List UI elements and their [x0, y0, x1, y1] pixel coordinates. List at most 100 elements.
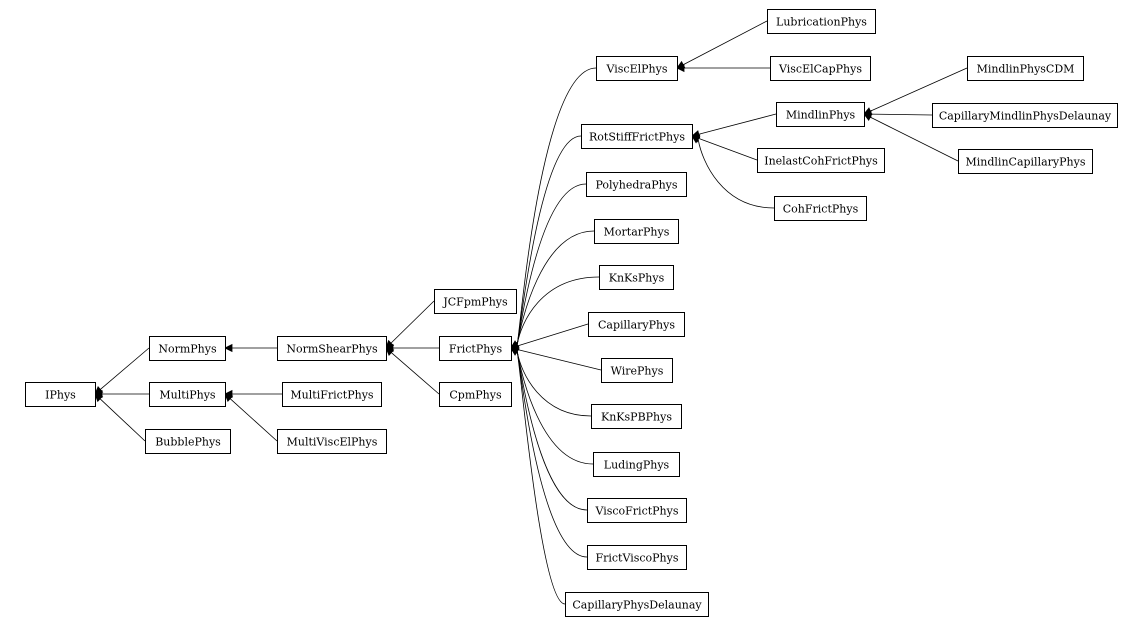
node-box — [594, 219, 679, 244]
node-frict-visco-phys[interactable]: FrictViscoPhys — [587, 545, 687, 570]
node-capillary-mindlin-phys-delaunay[interactable]: CapillaryMindlinPhysDelaunay — [932, 103, 1118, 128]
node-mortar-phys[interactable]: MortarPhys — [594, 219, 679, 244]
edge-wire-phys-to-frict-phys — [510, 345, 602, 371]
node-label: MindlinPhysCDM — [977, 63, 1075, 76]
edge-line — [516, 135, 582, 345]
edge-line — [517, 349, 602, 371]
node-luding-phys[interactable]: LudingPhys — [593, 452, 680, 477]
edge-rot-stiff-frict-phys-to-frict-phys — [510, 135, 582, 349]
node-visco-frict-phys[interactable]: ViscoFrictPhys — [587, 498, 687, 523]
node-label: CpmPhys — [449, 389, 502, 402]
node-label: NormShearPhys — [286, 343, 378, 356]
node-box — [767, 9, 876, 34]
node-box — [774, 196, 867, 221]
node-box — [145, 429, 231, 454]
node-label: CohFrictPhys — [783, 203, 859, 216]
node-box — [149, 336, 226, 361]
node-box — [581, 124, 693, 149]
edge-line — [100, 347, 150, 390]
node-box — [757, 148, 885, 173]
edge-line — [516, 351, 588, 511]
node-coh-frict-phys[interactable]: CohFrictPhys — [774, 196, 867, 221]
node-mindlin-phys-cdm[interactable]: MindlinPhysCDM — [967, 56, 1084, 81]
edge-mindlin-phys-to-rot-stiff-frict-phys — [691, 113, 777, 139]
node-multi-phys[interactable]: MultiPhys — [149, 382, 226, 407]
node-label: ViscElCapPhys — [778, 63, 862, 76]
edge-multi-frict-phys-to-multi-phys — [224, 389, 282, 399]
node-label: CapillaryMindlinPhysDelaunay — [939, 110, 1112, 123]
node-label: BubblePhys — [155, 436, 221, 449]
node-visc-el-cap-phys[interactable]: ViscElCapPhys — [770, 56, 871, 81]
arrowhead-icon — [224, 343, 233, 353]
node-norm-phys[interactable]: NormPhys — [149, 336, 226, 361]
node-label: JCFpmPhys — [442, 296, 508, 309]
node-label: ViscoFrictPhys — [594, 505, 678, 518]
node-box — [277, 429, 387, 454]
node-iphys[interactable]: IPhys — [25, 382, 96, 407]
node-label: LudingPhys — [604, 459, 670, 472]
node-box — [591, 404, 682, 429]
node-norm-shear-phys[interactable]: NormShearPhys — [277, 336, 387, 361]
node-multi-frict-phys[interactable]: MultiFrictPhys — [282, 382, 382, 407]
node-label: KnKsPhys — [609, 272, 665, 285]
node-visc-el-phys[interactable]: ViscElPhys — [596, 56, 678, 81]
node-label: CapillaryPhys — [598, 319, 675, 332]
node-kn-ks-phys[interactable]: KnKsPhys — [599, 265, 674, 290]
arrowhead-icon — [94, 393, 104, 403]
node-label: FrictPhys — [449, 343, 503, 356]
edge-line — [870, 113, 933, 116]
node-frict-phys[interactable]: FrictPhys — [439, 336, 512, 361]
edge-line — [870, 116, 959, 162]
node-rot-stiff-frict-phys[interactable]: RotStiffFrictPhys — [581, 124, 693, 149]
edge-line — [516, 276, 600, 345]
node-box — [593, 452, 680, 477]
node-box — [776, 102, 865, 127]
node-capillary-phys-delaunay[interactable]: CapillaryPhysDelaunay — [565, 592, 709, 617]
node-label: ViscElPhys — [606, 63, 668, 76]
node-box — [587, 498, 687, 523]
node-label: MindlinPhys — [786, 109, 856, 122]
node-bubble-phys[interactable]: BubblePhys — [145, 429, 231, 454]
node-label: IPhys — [45, 389, 76, 402]
node-box — [277, 336, 387, 361]
node-box — [770, 56, 871, 81]
node-label: NormPhys — [158, 343, 217, 356]
edge-multi-phys-to-iphys — [94, 389, 149, 399]
node-box — [587, 545, 687, 570]
node-label: MultiViscElPhys — [287, 436, 378, 449]
node-box — [958, 149, 1093, 174]
node-cpm-phys[interactable]: CpmPhys — [439, 382, 512, 407]
node-box — [25, 382, 96, 407]
node-polyhedra-phys[interactable]: PolyhedraPhys — [586, 172, 687, 197]
node-mindlin-phys[interactable]: MindlinPhys — [776, 102, 865, 127]
arrowhead-icon — [510, 347, 520, 356]
edge-bubble-phys-to-iphys — [94, 393, 146, 442]
edge-coh-frict-phys-to-rot-stiff-frict-phys — [691, 135, 775, 209]
node-wire-phys[interactable]: WirePhys — [601, 358, 673, 383]
edge-line — [229, 398, 278, 442]
node-label: MultiPhys — [159, 389, 216, 402]
arrowhead-icon — [676, 63, 685, 73]
edge-capillary-phys-delaunay-to-frict-phys — [510, 347, 566, 605]
edge-line — [516, 351, 592, 417]
node-lubrication-phys[interactable]: LubricationPhys — [767, 9, 876, 34]
node-label: RotStiffFrictPhys — [589, 131, 685, 144]
edge-multi-visc-el-phys-to-multi-phys — [224, 393, 278, 442]
node-box — [586, 172, 687, 197]
edge-capillary-mindlin-phys-delaunay-to-mindlin-phys — [863, 109, 933, 119]
node-label: MindlinCapillaryPhys — [966, 156, 1086, 169]
edge-capillary-phys-to-frict-phys — [510, 323, 589, 350]
node-label: FrictViscoPhys — [595, 552, 678, 565]
node-capillary-phys[interactable]: CapillaryPhys — [588, 312, 685, 337]
edge-line — [390, 300, 435, 344]
node-box — [565, 592, 709, 617]
edge-line — [698, 113, 777, 135]
node-box — [439, 336, 512, 361]
node-inelast-coh-frict-phys[interactable]: InelastCohFrictPhys — [757, 148, 885, 173]
node-jcfpm-phys[interactable]: JCFpmPhys — [434, 289, 517, 314]
edge-mindlin-capillary-phys-to-mindlin-phys — [863, 113, 959, 162]
node-multi-visc-el-phys[interactable]: MultiViscElPhys — [277, 429, 387, 454]
node-mindlin-capillary-phys[interactable]: MindlinCapillaryPhys — [958, 149, 1093, 174]
edge-line — [516, 183, 587, 345]
node-kn-ks-pbphys[interactable]: KnKsPBPhys — [591, 404, 682, 429]
